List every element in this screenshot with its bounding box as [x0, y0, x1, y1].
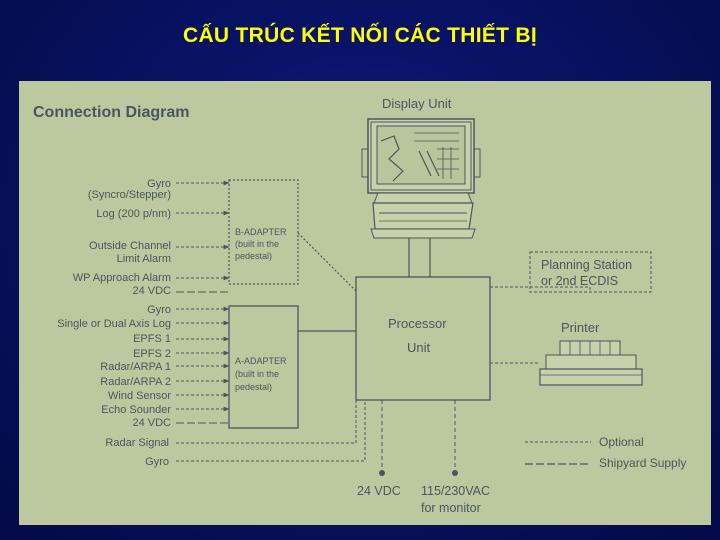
processor-label-2: Unit: [407, 340, 431, 355]
legend: Optional Shipyard Supply: [525, 435, 686, 470]
input-a-epfs2: EPFS 2: [133, 348, 171, 360]
input-b-wp-alarm: WP Approach Alarm: [73, 272, 171, 284]
power-monitor-label: for monitor: [421, 501, 481, 515]
diagram-heading: Connection Diagram: [33, 104, 189, 121]
input-b-log: Log (200 p/nm): [96, 208, 171, 220]
power-ac-label: 115/230VAC: [421, 484, 490, 498]
gyro-direct-line: [176, 400, 366, 462]
processor-label-1: Processor: [388, 316, 447, 331]
legend-optional-label: Optional: [599, 435, 644, 449]
b-adapter-label-2: (built in the: [235, 239, 279, 249]
slide-title: CẤU TRÚC KẾT NỐI CÁC THIẾT BỊ: [182, 24, 538, 47]
b-adapter-box: [228, 179, 299, 285]
input-a-gyro: Gyro: [147, 304, 171, 316]
input-a-24vdc: 24 VDC: [132, 417, 171, 429]
input-a-epfs1: EPFS 1: [133, 333, 171, 345]
input-a-log: Single or Dual Axis Log: [57, 318, 171, 330]
monitor-icon: [361, 118, 481, 239]
printer-label: Printer: [561, 320, 600, 335]
input-b-gyro: Gyro: [147, 178, 171, 190]
a-adapter-label-3: pedestal): [235, 382, 272, 392]
input-gyro-direct: Gyro: [145, 456, 169, 468]
display-unit-label: Display Unit: [382, 96, 452, 111]
b-adapter-label-3: pedestal): [235, 251, 272, 261]
input-b-limit-alarm: Limit Alarm: [117, 253, 171, 265]
a-adapter-label-1: A-ADAPTER: [235, 356, 287, 366]
planning-label-2: or 2nd ECDIS: [541, 274, 618, 288]
input-b-24vdc: 24 VDC: [132, 285, 171, 297]
input-a-wind: Wind Sensor: [108, 390, 171, 402]
input-a-radar2: Radar/ARPA 2: [100, 376, 171, 388]
b-adapter-label-1: B-ADAPTER: [235, 227, 287, 237]
a-adapter-label-2: (built in the: [235, 369, 279, 379]
radar-signal-line: [176, 400, 357, 444]
b-adapter-input-arrows: [176, 180, 230, 281]
power-24vdc-label: 24 VDC: [357, 484, 401, 498]
planning-station-box: [529, 251, 652, 293]
input-b-outside-channel: Outside Channel: [89, 240, 171, 252]
input-a-echo: Echo Sounder: [101, 404, 171, 416]
planning-label-1: Planning Station: [541, 258, 632, 272]
input-radar-signal: Radar Signal: [105, 437, 169, 449]
power-24vdc-terminal: [379, 470, 385, 476]
a-adapter-box: [228, 305, 299, 429]
processor-unit-box: [355, 276, 491, 401]
a-adapter-input-arrows: [176, 306, 230, 412]
legend-shipyard-label: Shipyard Supply: [599, 456, 686, 470]
power-ac-terminal: [452, 470, 458, 476]
connection-lines: [297, 232, 591, 471]
connection-diagram: Connection Diagram Display Unit B-ADAPTE…: [19, 81, 711, 525]
printer-icon: [539, 340, 643, 386]
diagram-canvas: Connection Diagram Display Unit B-ADAPTE…: [33, 96, 686, 515]
input-a-radar1: Radar/ARPA 1: [100, 361, 171, 373]
input-b-gyro-type: (Syncro/Stepper): [88, 189, 171, 201]
